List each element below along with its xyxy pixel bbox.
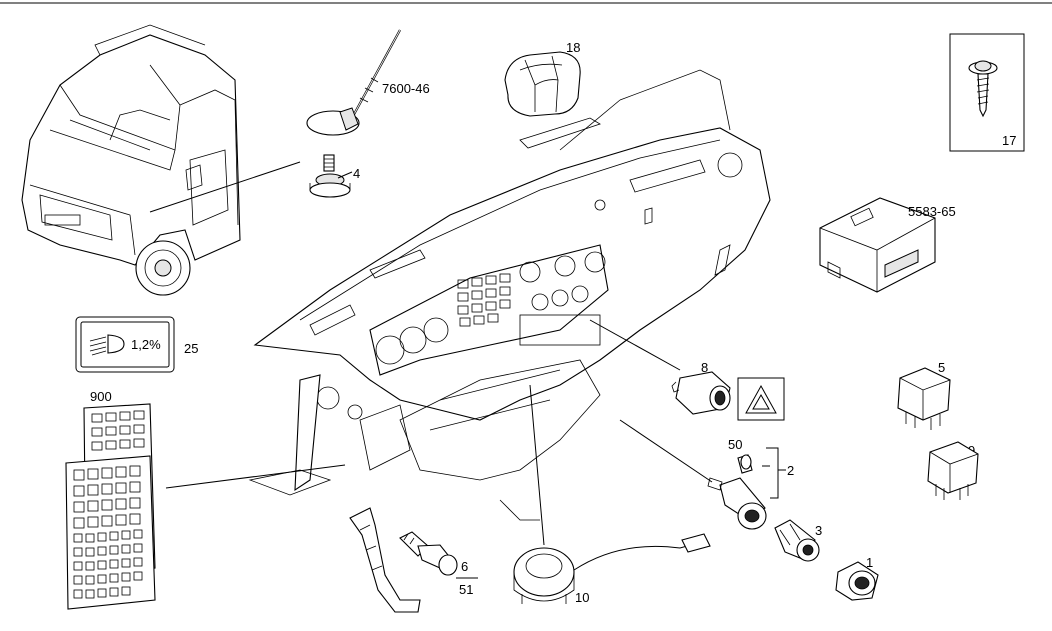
label-sensor6: 6 [461, 559, 468, 574]
socket3-part [774, 519, 820, 562]
label-antenna: 7600-46 [382, 81, 430, 96]
label-socket3: 3 [815, 523, 822, 538]
bracket-2 [766, 447, 779, 499]
relay5-part [897, 367, 951, 430]
leader-4 [337, 171, 353, 179]
label-fusebox: 900 [90, 389, 112, 404]
label-socket2: 2 [787, 463, 794, 478]
leader-van [149, 161, 301, 213]
label-clockspring: 10 [575, 590, 589, 605]
antenna-base-part [309, 154, 351, 198]
socket1-part [835, 561, 879, 601]
switch-grid [457, 273, 511, 327]
relay9-part [927, 441, 979, 500]
label-sensor51: 51 [459, 582, 473, 597]
socket2-part [707, 477, 767, 530]
label-bulb: 50 [728, 437, 742, 452]
clockspring-part [513, 533, 711, 604]
leader-10 [529, 384, 545, 546]
van-illustration [21, 24, 241, 296]
leader-dash-8 [589, 319, 681, 371]
label-module: 5583-65 [908, 204, 956, 219]
label-clip: 18 [566, 40, 580, 55]
label-relay5: 5 [938, 360, 945, 375]
label-antenna-base: 4 [353, 166, 360, 181]
antenna-part [306, 29, 401, 136]
leader-fusebox [165, 464, 346, 489]
label-switch8: 8 [701, 360, 708, 375]
label-screw: 17 [1002, 133, 1016, 148]
label-socket1: 1 [866, 555, 873, 570]
screw-part [968, 60, 998, 118]
bracket-part [349, 507, 421, 613]
fusebox-part [65, 403, 156, 610]
hazard-triangle-icon [737, 377, 785, 421]
label-headlamp-part: 25 [184, 341, 198, 356]
headlamp-indicator-plate [75, 316, 175, 373]
headlamp-indicator-value: 1,2% [131, 337, 161, 352]
dashboard-illustration [248, 69, 771, 521]
headlamp-icon [89, 334, 125, 356]
hazard-switch-part [671, 371, 731, 415]
screw-box [949, 33, 1025, 152]
leader-dash-2 [619, 419, 713, 483]
control-module-part [819, 197, 936, 293]
sensor-part [399, 531, 458, 576]
bulb-part [737, 454, 753, 474]
clip-part [504, 51, 581, 117]
